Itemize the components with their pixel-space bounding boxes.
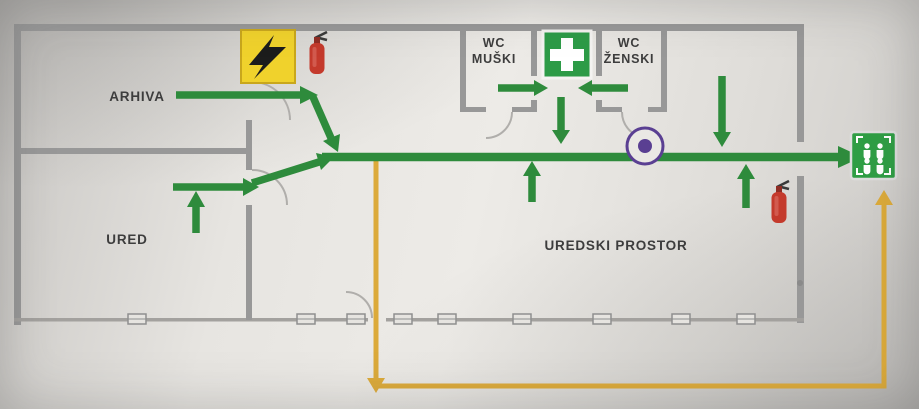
- wall-left: [14, 24, 21, 325]
- secondary-escape-route: [373, 161, 887, 389]
- room-label-ured: URED: [106, 232, 147, 247]
- wall-arhiva-ured: [14, 148, 252, 154]
- wall-wc-right: [661, 24, 667, 112]
- room-label-wc-zenski-line2: ŽENSKI: [604, 51, 655, 66]
- wall-vertical-c: [246, 205, 252, 320]
- secondary-route-arrowheads: [367, 190, 893, 393]
- evacuation-arrowheads: [187, 80, 862, 207]
- fire-extinguisher-icon-top: [308, 30, 329, 76]
- room-label-wc-muski-line2: MUŠKI: [472, 51, 516, 66]
- wall-wc-mid-right: [596, 24, 602, 76]
- door-arcs: [251, 81, 649, 319]
- arrow-ured-diagonal: [250, 158, 321, 187]
- wall-top: [14, 24, 804, 31]
- alarm-icon: [625, 126, 665, 166]
- arrow-arhiva-diagonal: [309, 95, 335, 140]
- wall-right-upper: [797, 24, 804, 142]
- wall-vertical-b: [246, 120, 252, 170]
- assembly-point-icon: [849, 130, 898, 181]
- room-label-wc-muski-line1: WC: [483, 36, 505, 50]
- first-aid-icon: [541, 29, 593, 80]
- fire-extinguisher-icon-right: [770, 179, 791, 225]
- window-symbols: [127, 280, 803, 325]
- room-label-uredski-prostor: UREDSKI PROSTOR: [544, 238, 687, 253]
- wall-wc-mid-left: [531, 24, 537, 76]
- wall-bottom-left: [14, 318, 368, 322]
- electrical-hazard-icon: [240, 29, 296, 84]
- wall-wc-left: [460, 24, 466, 112]
- wall-right-lower: [797, 176, 804, 323]
- building-walls: [14, 24, 804, 325]
- evacuation-route-arrows: [173, 76, 838, 233]
- room-label-arhiva: ARHIVA: [109, 89, 165, 104]
- room-label-wc-zenski-line1: WC: [618, 36, 640, 50]
